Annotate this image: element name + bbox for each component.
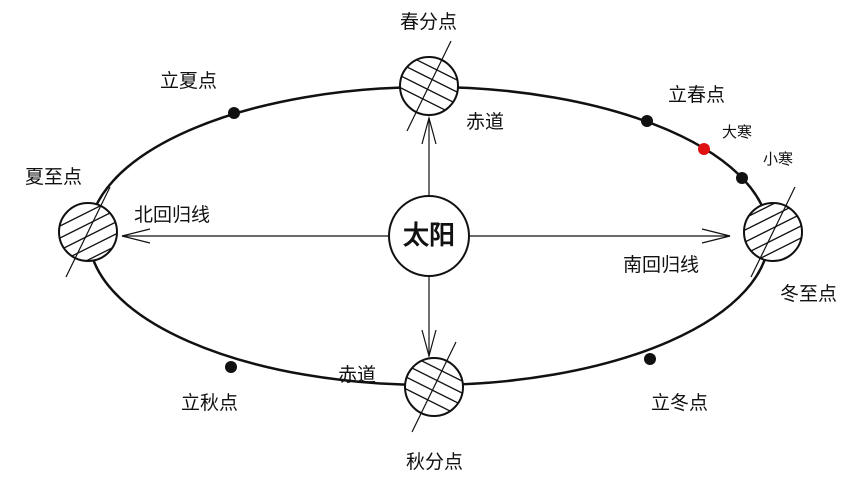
dot-summer-start (228, 107, 240, 119)
sun-label: 太阳 (403, 221, 456, 251)
spring-start-label: 立春点 (668, 84, 726, 106)
spring-equinox-label: 春分点 (400, 11, 458, 33)
summer-solstice-label: 夏至点 (25, 166, 83, 188)
dot-winter-start (644, 353, 656, 365)
minor-cold-label: 小寒 (763, 150, 794, 168)
autumn-equinox-label: 秋分点 (406, 451, 464, 473)
dot-minor-cold (736, 172, 748, 184)
arrowhead-left (121, 228, 151, 244)
dot-autumn-start (225, 361, 237, 373)
summer-start-label: 立夏点 (160, 70, 218, 92)
earth-summer-solstice (58, 186, 118, 278)
sun-arrows (121, 115, 731, 359)
arrowhead-right (701, 228, 731, 244)
equator-label-lower: 赤道 (338, 364, 377, 386)
earth-winter-solstice (743, 186, 803, 278)
autumn-start-label: 立秋点 (181, 392, 239, 414)
winter-solstice-label: 冬至点 (780, 283, 838, 305)
earth-autumn-equinox (404, 341, 464, 433)
winter-start-label: 立冬点 (651, 392, 709, 414)
sun-circle (388, 195, 470, 277)
arrowhead-down (421, 329, 437, 359)
major-cold-label: 大寒 (722, 123, 753, 141)
dot-spring-start (641, 115, 653, 127)
dot-major-cold (698, 143, 710, 155)
arrowhead-up (421, 115, 437, 145)
tropic-of-capricorn-label: 南回归线 (623, 254, 700, 276)
tropic-of-cancer-label: 北回归线 (134, 204, 211, 226)
equator-label-upper: 赤道 (466, 111, 505, 133)
